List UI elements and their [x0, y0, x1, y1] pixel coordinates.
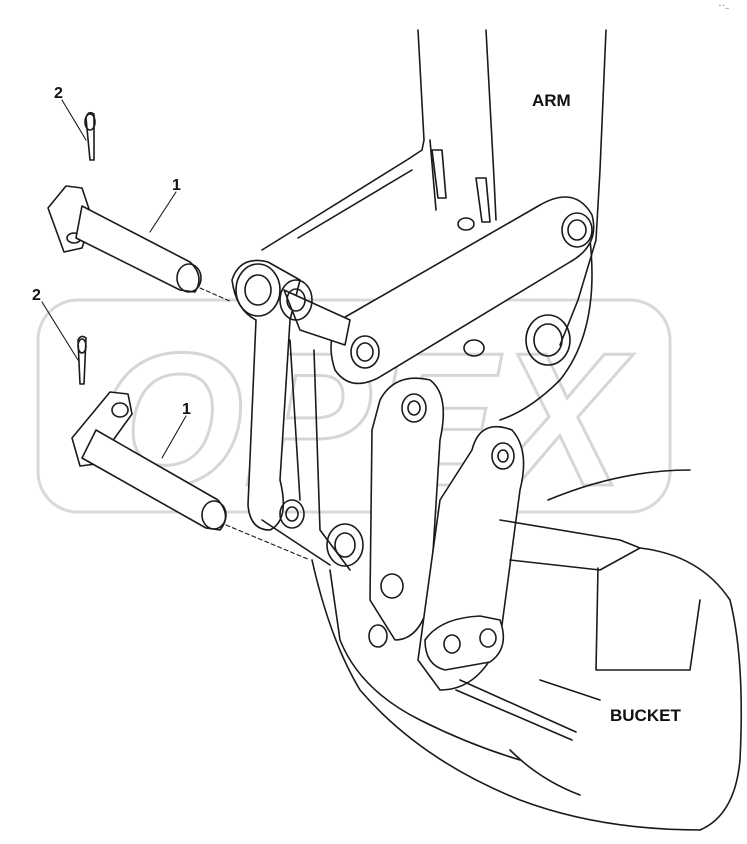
side-links	[231, 259, 351, 571]
callout-cotter-lower: 2	[32, 287, 41, 304]
upper-cotter-pin	[84, 111, 96, 161]
upper-pin	[47, 185, 233, 303]
lower-cotter-pin	[77, 335, 87, 385]
arm-label: ARM	[532, 91, 571, 110]
upper-link	[330, 196, 595, 385]
callout-cotter-upper: 2	[54, 85, 63, 102]
arm-structure	[261, 29, 607, 421]
callout-pin-lower: 1	[182, 401, 191, 418]
lower-pin	[71, 391, 311, 561]
callout-pin-upper: 1	[172, 177, 181, 194]
bucket-brackets	[326, 377, 525, 691]
leader-lines	[41, 99, 187, 459]
bucket-body	[311, 469, 743, 831]
corner-mark: ˆˆ—	[718, 5, 729, 12]
watermark-frame	[36, 298, 672, 514]
bucket-label: BUCKET	[610, 706, 681, 725]
